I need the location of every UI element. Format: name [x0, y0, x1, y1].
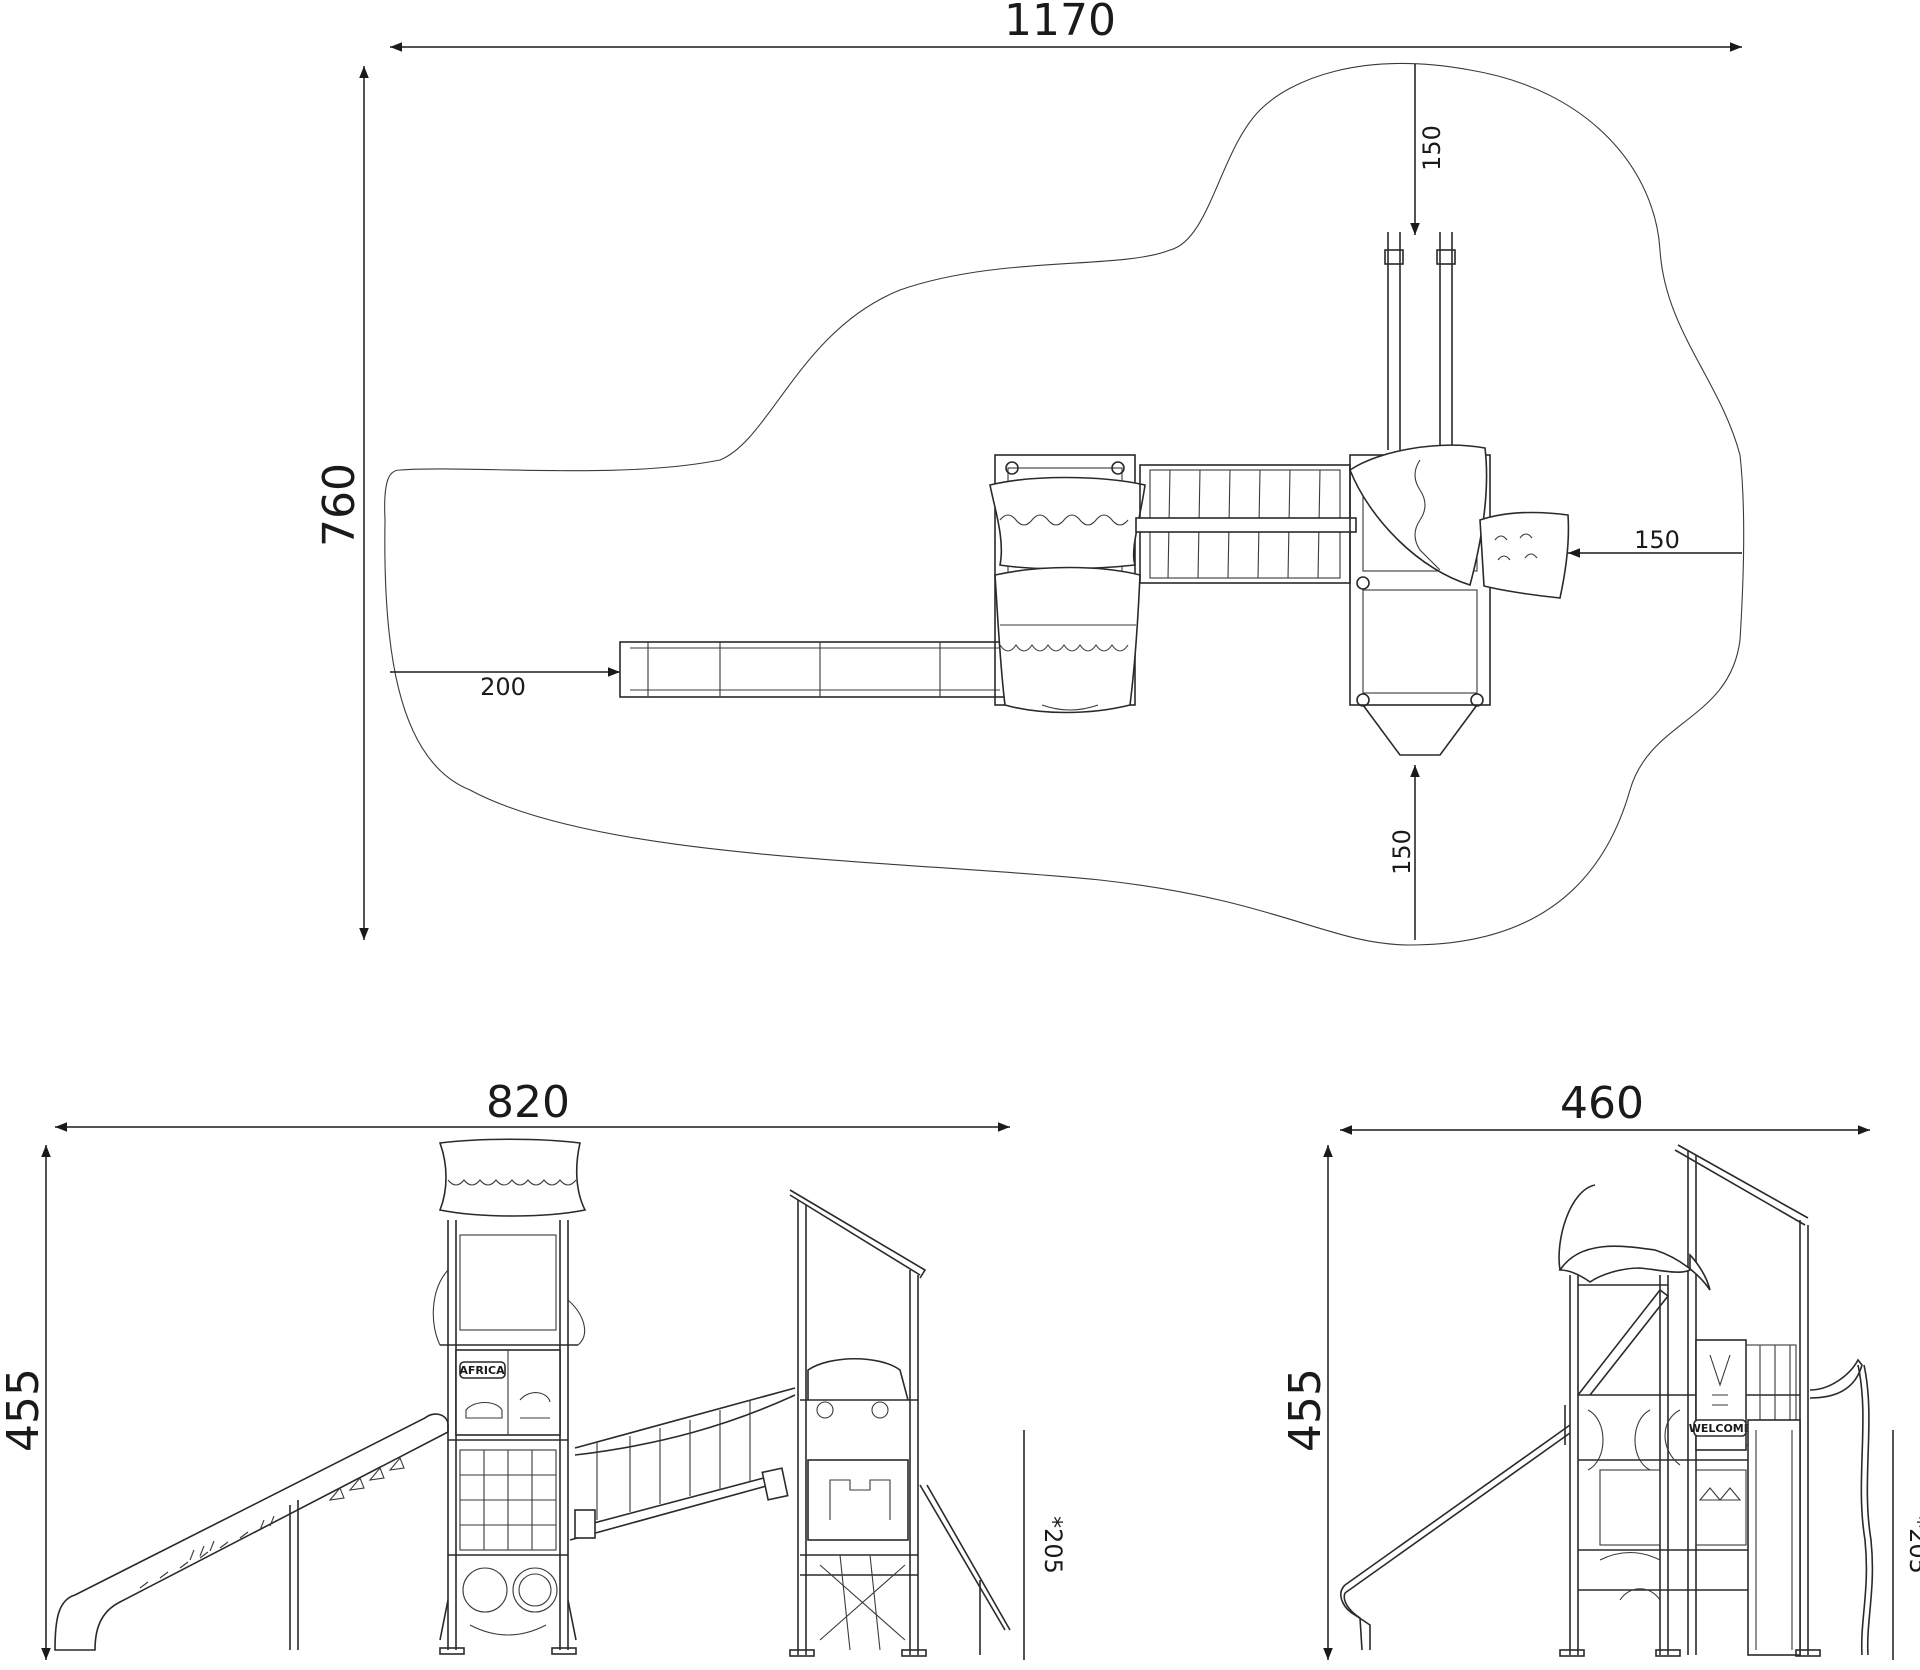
plan-top-clearance-label: 150 — [1418, 125, 1446, 171]
side-fall-height-label: *205 — [1904, 1516, 1920, 1574]
front-right-tower — [789, 1189, 1011, 1657]
plan-width-label: 1170 — [1004, 0, 1116, 46]
front-width-label: 820 — [486, 1077, 570, 1128]
front-bridge — [569, 1387, 796, 1541]
side-view: 460 455 *205 WELCOME — [1280, 1078, 1920, 1660]
side-welcome-sign-text: WELCOME — [1689, 1422, 1752, 1435]
plan-slide-clearance-label: 200 — [480, 673, 526, 701]
front-height-label: 455 — [0, 1368, 49, 1452]
front-left-tower: AFRICA — [432, 1138, 587, 1655]
side-hood-roof — [1558, 1245, 1711, 1291]
plan-left-tower — [989, 454, 1146, 714]
front-slide — [54, 1413, 449, 1651]
plan-left-roof-bottom — [994, 566, 1141, 714]
front-tower-roof — [438, 1138, 587, 1217]
plan-right-roof — [1349, 444, 1488, 587]
front-fall-height-label: *205 — [1039, 1516, 1067, 1574]
plan-view: 1170 760 150 150 150 200 — [314, 0, 1745, 946]
safety-area-outline — [384, 63, 1745, 946]
side-height-label: 455 — [1280, 1368, 1331, 1452]
plan-left-roof-top — [989, 476, 1146, 570]
plan-roof-panel — [1479, 511, 1570, 599]
plan-depth-label: 760 — [314, 463, 365, 547]
plan-slide — [619, 641, 1006, 698]
side-width-label: 460 — [1560, 1078, 1644, 1129]
front-africa-sign-text: AFRICA — [459, 1364, 505, 1377]
plan-right-clearance-label: 150 — [1634, 526, 1680, 554]
plan-bridge — [1135, 464, 1357, 584]
plan-right-tower — [1349, 232, 1570, 756]
front-africa-sign — [459, 1361, 506, 1379]
front-view: 820 455 *205 A — [0, 1077, 1067, 1660]
plan-bottom-clearance-label: 150 — [1388, 829, 1416, 875]
